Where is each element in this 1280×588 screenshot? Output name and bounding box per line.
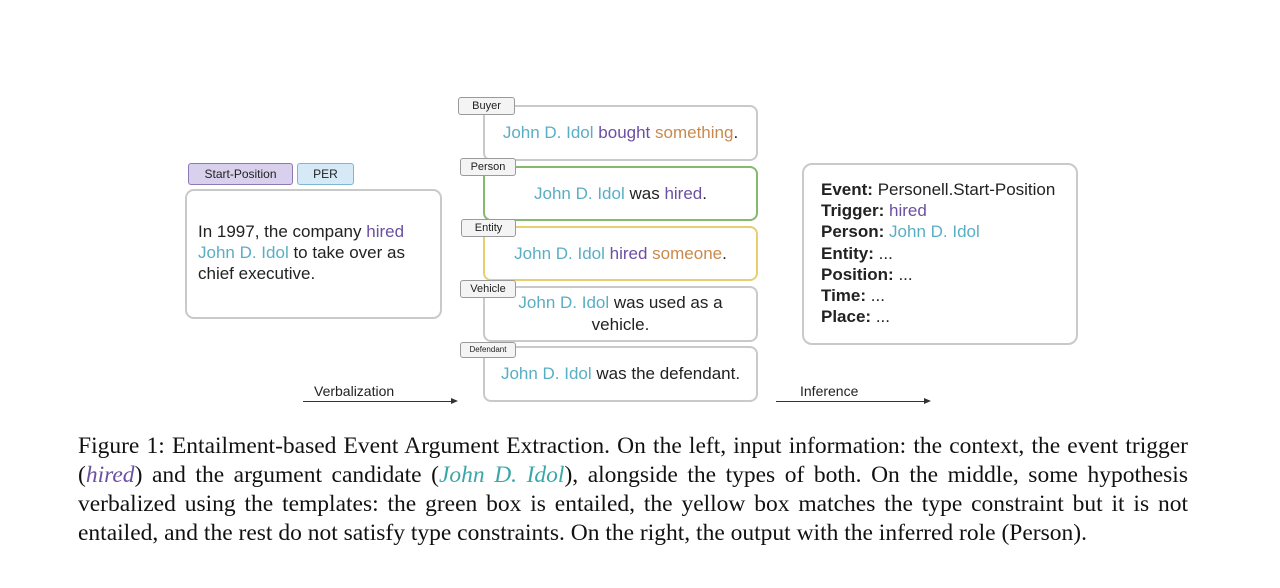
verbalization-arrow-head xyxy=(451,398,458,404)
hyp-tail: . xyxy=(702,183,707,203)
hyp-object: someone xyxy=(652,243,723,263)
verbalization-label: Verbalization xyxy=(314,383,395,399)
hyp-rest: was the defendant. xyxy=(591,364,741,383)
output-time-label: Time: xyxy=(821,286,867,306)
entity-type-tag: PER xyxy=(297,163,354,185)
output-person-value: John D. Idol xyxy=(889,222,980,242)
role-tag-defendant: Defendant xyxy=(460,342,516,358)
output-event-value: Personell.Start-Position xyxy=(877,180,1056,199)
output-event-label: Event: xyxy=(821,180,873,199)
hypothesis-defendant: John D. Idol was the defendant. xyxy=(483,346,758,402)
trigger-word: hired xyxy=(366,222,405,241)
output-box: Event: Personell.Start-Position Trigger:… xyxy=(802,163,1078,345)
hyp-tail: . xyxy=(722,243,727,263)
role-tag-person: Person xyxy=(460,158,516,176)
output-position-row: Position: ... xyxy=(821,264,1076,285)
caption-candidate: John D. Idol xyxy=(438,462,565,488)
hypothesis-person: John D. Idol was hired. xyxy=(483,166,758,221)
verbalization-arrow-line xyxy=(303,401,451,402)
hyp-verb: hired xyxy=(609,243,648,263)
inference-arrow-head xyxy=(924,398,931,404)
event-type-tag: Start-Position xyxy=(188,163,293,185)
hyp-subject: John D. Idol xyxy=(500,364,592,383)
caption-part-1: Figure 1: Entailment-based Event Argumen… xyxy=(78,433,1188,488)
role-tag-buyer: Buyer xyxy=(458,97,515,115)
hypothesis-vehicle: John D. Idol was used as a vehicle. xyxy=(483,286,758,342)
output-position-value: ... xyxy=(898,264,913,284)
context-text-rest: to take over as chief executive. xyxy=(198,243,405,283)
hyp-tail: . xyxy=(733,123,739,142)
hypothesis-buyer: John D. Idol bought something. xyxy=(483,105,758,161)
context-box: In 1997, the company hired John D. Idol … xyxy=(185,189,442,319)
role-tag-entity: Entity xyxy=(461,219,516,237)
hypothesis-entity: John D. Idol hired someone. xyxy=(483,226,758,281)
output-entity-row: Entity: ... xyxy=(821,243,1076,264)
context-text: In 1997, the company xyxy=(198,222,367,241)
caption-trigger: hired xyxy=(85,462,135,488)
output-person-row: Person: John D. Idol xyxy=(821,221,1076,242)
caption-part-2: ) and the argument candidate ( xyxy=(134,462,439,488)
output-person-label: Person: xyxy=(821,222,885,242)
hyp-subject: John D. Idol xyxy=(534,183,625,203)
output-entity-value: ... xyxy=(878,243,893,263)
hyp-subject: John D. Idol xyxy=(518,293,610,312)
inference-arrow-line xyxy=(776,401,924,402)
output-position-label: Position: xyxy=(821,264,894,284)
hyp-mid: was xyxy=(624,183,665,203)
output-trigger-row: Trigger: hired xyxy=(821,200,1076,221)
output-event-row: Event: Personell.Start-Position xyxy=(821,179,1076,200)
candidate-word: John D. Idol xyxy=(198,243,289,262)
output-entity-label: Entity: xyxy=(821,243,874,263)
output-time-value: ... xyxy=(870,286,885,306)
hyp-verb: hired xyxy=(664,183,703,203)
hyp-subject: John D. Idol xyxy=(514,243,605,263)
output-trigger-value: hired xyxy=(889,201,927,221)
hyp-object: something xyxy=(655,123,734,142)
hyp-subject: John D. Idol xyxy=(502,123,594,142)
caption-part-3: ), alongside the types of both. On the m… xyxy=(78,462,1188,546)
output-trigger-label: Trigger: xyxy=(821,201,885,221)
figure-caption: Figure 1: Entailment-based Event Argumen… xyxy=(78,432,1188,548)
output-time-row: Time: ... xyxy=(821,285,1076,306)
role-tag-vehicle: Vehicle xyxy=(460,280,516,298)
hyp-rest: was used as a vehicle. xyxy=(591,293,723,334)
output-place-row: Place: ... xyxy=(821,306,1076,327)
inference-label: Inference xyxy=(800,383,859,399)
hyp-verb: bought xyxy=(598,123,651,142)
output-place-value: ... xyxy=(875,307,890,327)
output-place-label: Place: xyxy=(821,307,872,327)
